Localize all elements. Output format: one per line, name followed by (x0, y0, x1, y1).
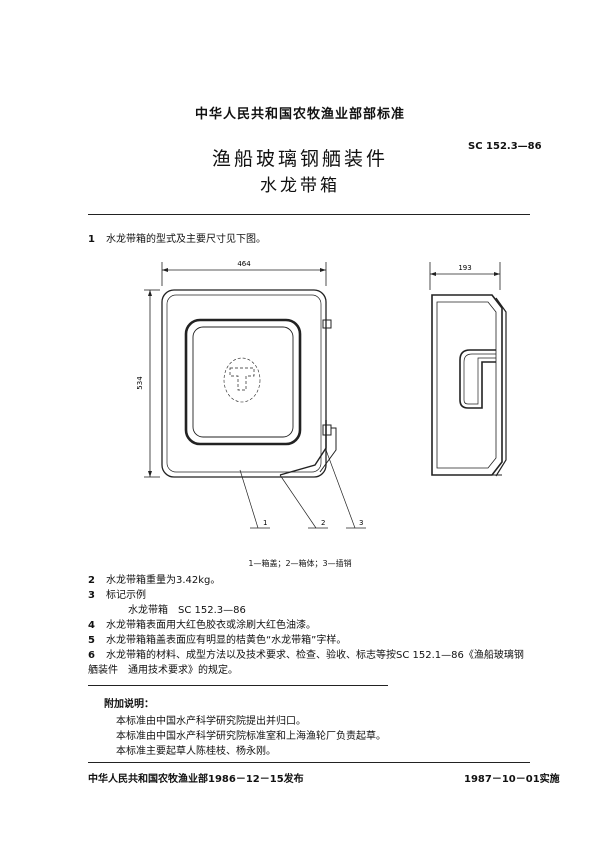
clause-number: 2 (88, 575, 95, 586)
clause-number: 5 (88, 635, 95, 646)
clause-1: 1 水龙带箱的型式及主要尺寸见下图。 (88, 233, 266, 247)
note-line: 本标准由中国水产科学研究院提出并归口。 (116, 716, 306, 727)
standard-number: SC 152.3—86 (468, 141, 542, 152)
marking-example-text: 水龙带箱 SC 152.3—86 (128, 605, 246, 616)
document-title: 渔船玻璃钢舾装件 (211, 148, 388, 170)
hose-box-drawing: 464 534 1 2 3 (136, 260, 507, 529)
document-subtitle: 水龙带箱 (260, 176, 340, 196)
clause-text: 水龙带箱的型式及主要尺寸见下图。 (106, 234, 266, 245)
clause-number: 3 (88, 590, 95, 601)
issuing-ministry: 中华人民共和国农牧渔业部部标准 (194, 107, 405, 122)
notes-rule (88, 685, 388, 686)
depth-value: 193 (458, 264, 471, 272)
clause-number: 1 (88, 234, 95, 245)
callout-2: 2 (321, 519, 325, 527)
effective-date: 1987－10－01实施 (464, 774, 560, 785)
clause-number: 6 (88, 650, 95, 661)
width-dimension: 464 (161, 260, 327, 286)
callout-3: 3 (359, 519, 363, 527)
side-view (431, 294, 507, 477)
clause-6-continued: 舾装件 通用技术要求》的规定。 (88, 664, 238, 678)
clause-text: 水龙带箱表面用大红色胶衣或涂刷大红色油漆。 (106, 620, 316, 631)
front-view (161, 289, 337, 478)
callout-leaders (239, 449, 366, 529)
clause-text: 水龙带箱的材料、成型方法以及技术要求、检查、验收、标志等按SC 152.1—86… (106, 650, 524, 661)
clause-4: 4 水龙带箱表面用大红色胶衣或涂刷大红色油漆。 (88, 619, 316, 633)
clause-2: 2 水龙带箱重量为3.42kg。 (88, 574, 220, 588)
callout-1: 1 (263, 519, 267, 527)
header-rule (88, 214, 530, 215)
issue-date: 中华人民共和国农牧渔业部1986－12－15发布 (88, 774, 304, 785)
note-line: 本标准主要起草人陈桂枝、杨永刚。 (116, 746, 276, 757)
clause-text: 水龙带箱箱盖表面应有明显的桔黄色“水龙带箱”字样。 (106, 635, 347, 646)
clause-text: 水龙带箱重量为3.42kg。 (106, 575, 221, 586)
clause-number: 4 (88, 620, 95, 631)
clause-6: 6 水龙带箱的材料、成型方法以及技术要求、检查、验收、标志等按SC 152.1—8… (88, 649, 524, 663)
height-dimension: 534 (136, 289, 160, 478)
clause-text: 舾装件 通用技术要求》的规定。 (88, 665, 238, 676)
footer-rule (88, 762, 530, 763)
note-line: 本标准由中国水产科学研究院标准室和上海渔轮厂负责起草。 (116, 731, 386, 742)
height-value: 534 (136, 376, 144, 390)
width-value: 464 (237, 260, 251, 268)
notes-title: 附加说明： (104, 699, 154, 710)
clause-text: 标记示例 (106, 590, 146, 601)
depth-dimension: 193 (429, 262, 501, 290)
clause-5: 5 水龙带箱箱盖表面应有明显的桔黄色“水龙带箱”字样。 (88, 634, 346, 648)
figure-caption: 1—箱盖；2—箱体；3—插销 (248, 559, 352, 568)
clause-3: 3 标记示例 (88, 589, 146, 603)
marking-example: 水龙带箱 SC 152.3—86 (128, 604, 246, 618)
